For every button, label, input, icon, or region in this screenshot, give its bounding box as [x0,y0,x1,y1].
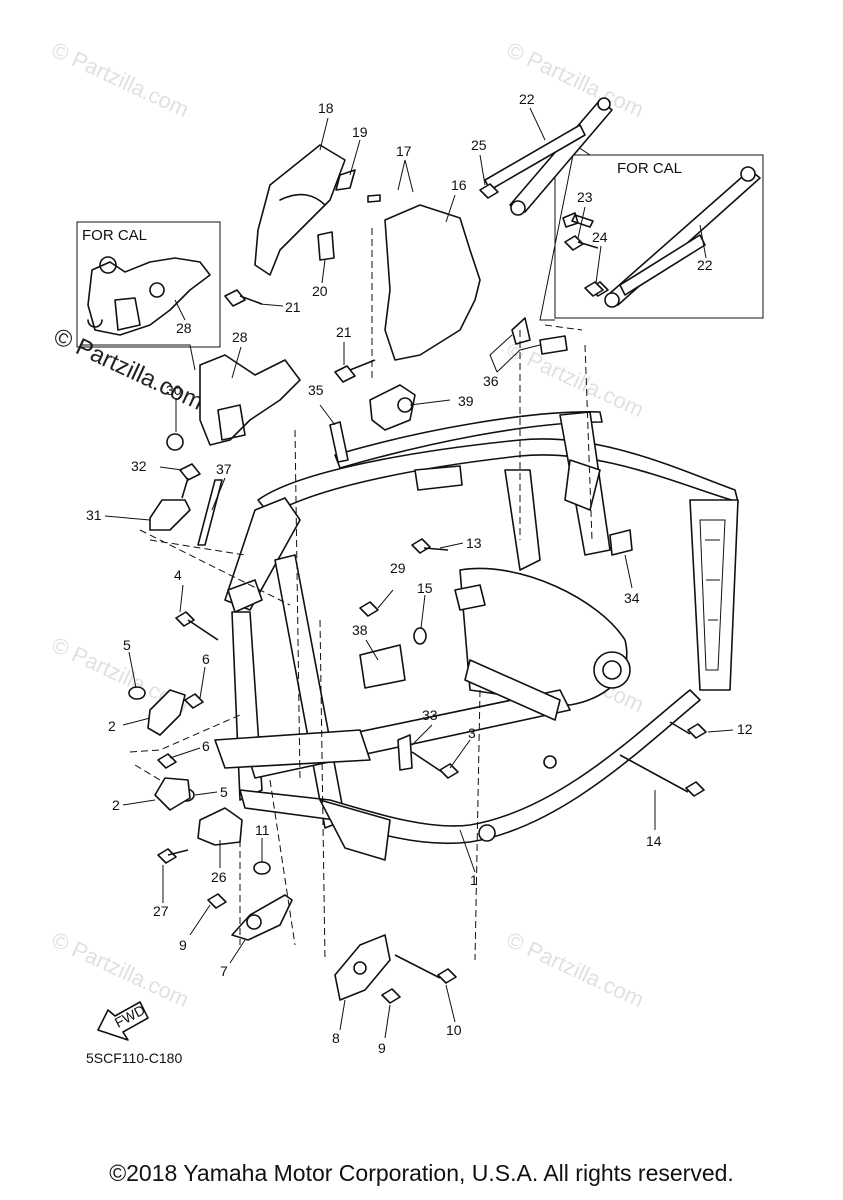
callout-19: 19 [352,124,368,140]
copyright-notice: ©2018 Yamaha Motor Corporation, U.S.A. A… [109,1160,734,1186]
callout-39: 39 [458,393,474,409]
callout-35: 35 [308,382,324,398]
callout-23: 23 [577,189,593,205]
box-label-left: FOR CAL [82,227,147,244]
callout-26: 26 [211,869,227,885]
callout-18: 18 [318,100,334,116]
callout-30: 30 [166,382,182,398]
callout-5: 5 [220,784,228,800]
callout-13: 13 [466,535,482,551]
callout-16: 16 [451,177,467,193]
callout-28: 28 [232,329,248,345]
watermark: © Partzilla.com [48,927,193,1012]
callout-7: 7 [220,963,228,979]
frame-assembly [214,411,739,861]
callout-labels: 1 2 2 3 4 5 5 6 6 7 8 9 9 10 11 12 13 14… [86,91,753,1056]
callout-1: 1 [470,872,478,888]
callout-2: 2 [112,797,120,813]
callout-15: 15 [417,580,433,596]
callout-9: 9 [378,1040,386,1056]
loose-parts [128,97,707,1004]
callout-21: 21 [336,324,352,340]
callout-32: 32 [131,458,147,474]
watermark: © Partzilla.com [503,37,648,122]
callout-38: 38 [352,622,368,638]
callout-6: 6 [202,738,210,754]
callout-14: 14 [646,833,662,849]
box-label-right: FOR CAL [617,160,682,177]
callout-22: 22 [697,257,713,273]
for-cal-box-left: FOR CAL [76,221,221,371]
callout-28: 28 [176,320,192,336]
callout-8: 8 [332,1030,340,1046]
callout-6: 6 [202,651,210,667]
callout-34: 34 [624,590,640,606]
diagram-code: 5SCF110-C180 [86,1050,182,1066]
fwd-arrow: FWD [97,1001,149,1041]
callout-37: 37 [216,461,232,477]
callout-3: 3 [468,725,476,741]
callout-10: 10 [446,1022,462,1038]
callout-31: 31 [86,507,102,523]
callout-29: 29 [390,560,406,576]
leader-lines [104,107,734,1039]
callout-33: 33 [422,707,438,723]
callout-2: 2 [108,718,116,734]
callout-4: 4 [174,567,182,583]
callout-11: 11 [255,822,270,838]
callout-20: 20 [312,283,328,299]
callout-25: 25 [471,137,487,153]
watermark-main: © Partzilla.com [49,323,207,416]
watermark: © Partzilla.com [503,927,648,1012]
callout-5: 5 [123,637,131,653]
callout-22: 22 [519,91,535,107]
callout-9: 9 [179,937,187,953]
watermark: © Partzilla.com [48,37,193,122]
callout-17: 17 [396,143,412,159]
callout-36: 36 [483,373,499,389]
for-cal-box-right: FOR CAL [539,144,764,321]
callout-21: 21 [285,299,301,315]
callout-12: 12 [737,721,753,737]
watermark: © Partzilla.com [503,337,648,422]
callout-24: 24 [592,229,608,245]
callout-27: 27 [153,903,169,919]
